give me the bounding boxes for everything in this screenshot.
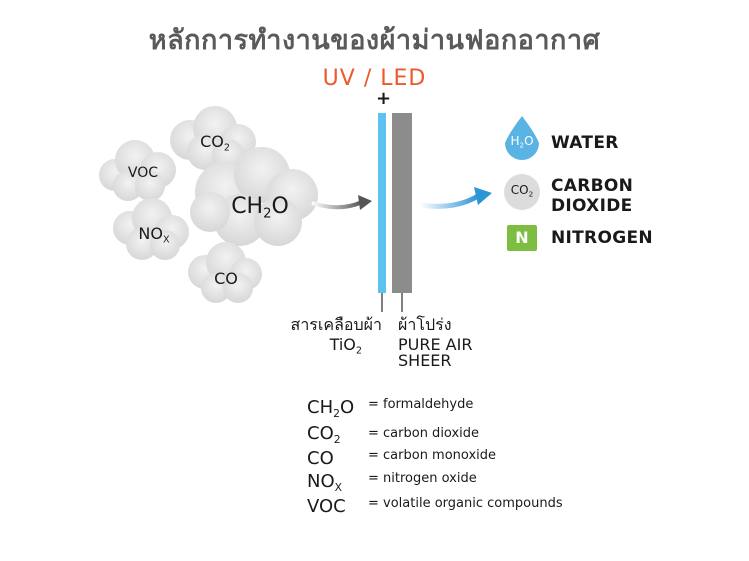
cloud-co2-icon: [170, 106, 256, 171]
water-drop-icon: [505, 116, 539, 160]
cloud-label-nox: NOX: [138, 224, 170, 246]
incoming-arrow-icon: [311, 195, 372, 210]
cloud-label-co: CO: [214, 269, 238, 288]
uv-coating-layer: [378, 113, 386, 293]
cloud-label-co2: CO2: [200, 132, 230, 154]
nitrogen-label: NITROGEN: [551, 228, 653, 248]
carbon-icon-label: CO2: [510, 183, 534, 199]
outgoing-arrow-icon: [419, 187, 492, 209]
cloud-ch2o-icon: [190, 147, 318, 246]
green-square-icon: [507, 225, 537, 251]
cloud-label-ch2o: CH2O: [231, 194, 289, 222]
water-label: WATER: [551, 133, 619, 153]
light-source-label: UV / LED: [322, 66, 427, 91]
cloud-co-icon: [188, 242, 262, 303]
cloud-voc-icon: [99, 140, 176, 201]
fabric-layer: [392, 113, 412, 293]
carbon-dioxide-label: CARBON DIOXIDE: [551, 176, 634, 216]
page-title: หลักการทำงานของผ้าม่านฟอกอากาศ: [148, 25, 601, 56]
cloud-label-voc: VOC: [127, 165, 159, 181]
gray-circle-icon: [504, 174, 540, 210]
polarity-label: +: [376, 88, 392, 109]
coating-label: สารเคลือบผ้า TiO2: [290, 315, 382, 357]
nitrogen-icon-label: N: [515, 228, 529, 247]
water-icon-label: H2O: [510, 134, 534, 150]
fabric-label: ผ้าโปร่ง PURE AIR SHEER: [398, 315, 473, 370]
cloud-nox-icon: [113, 198, 189, 260]
